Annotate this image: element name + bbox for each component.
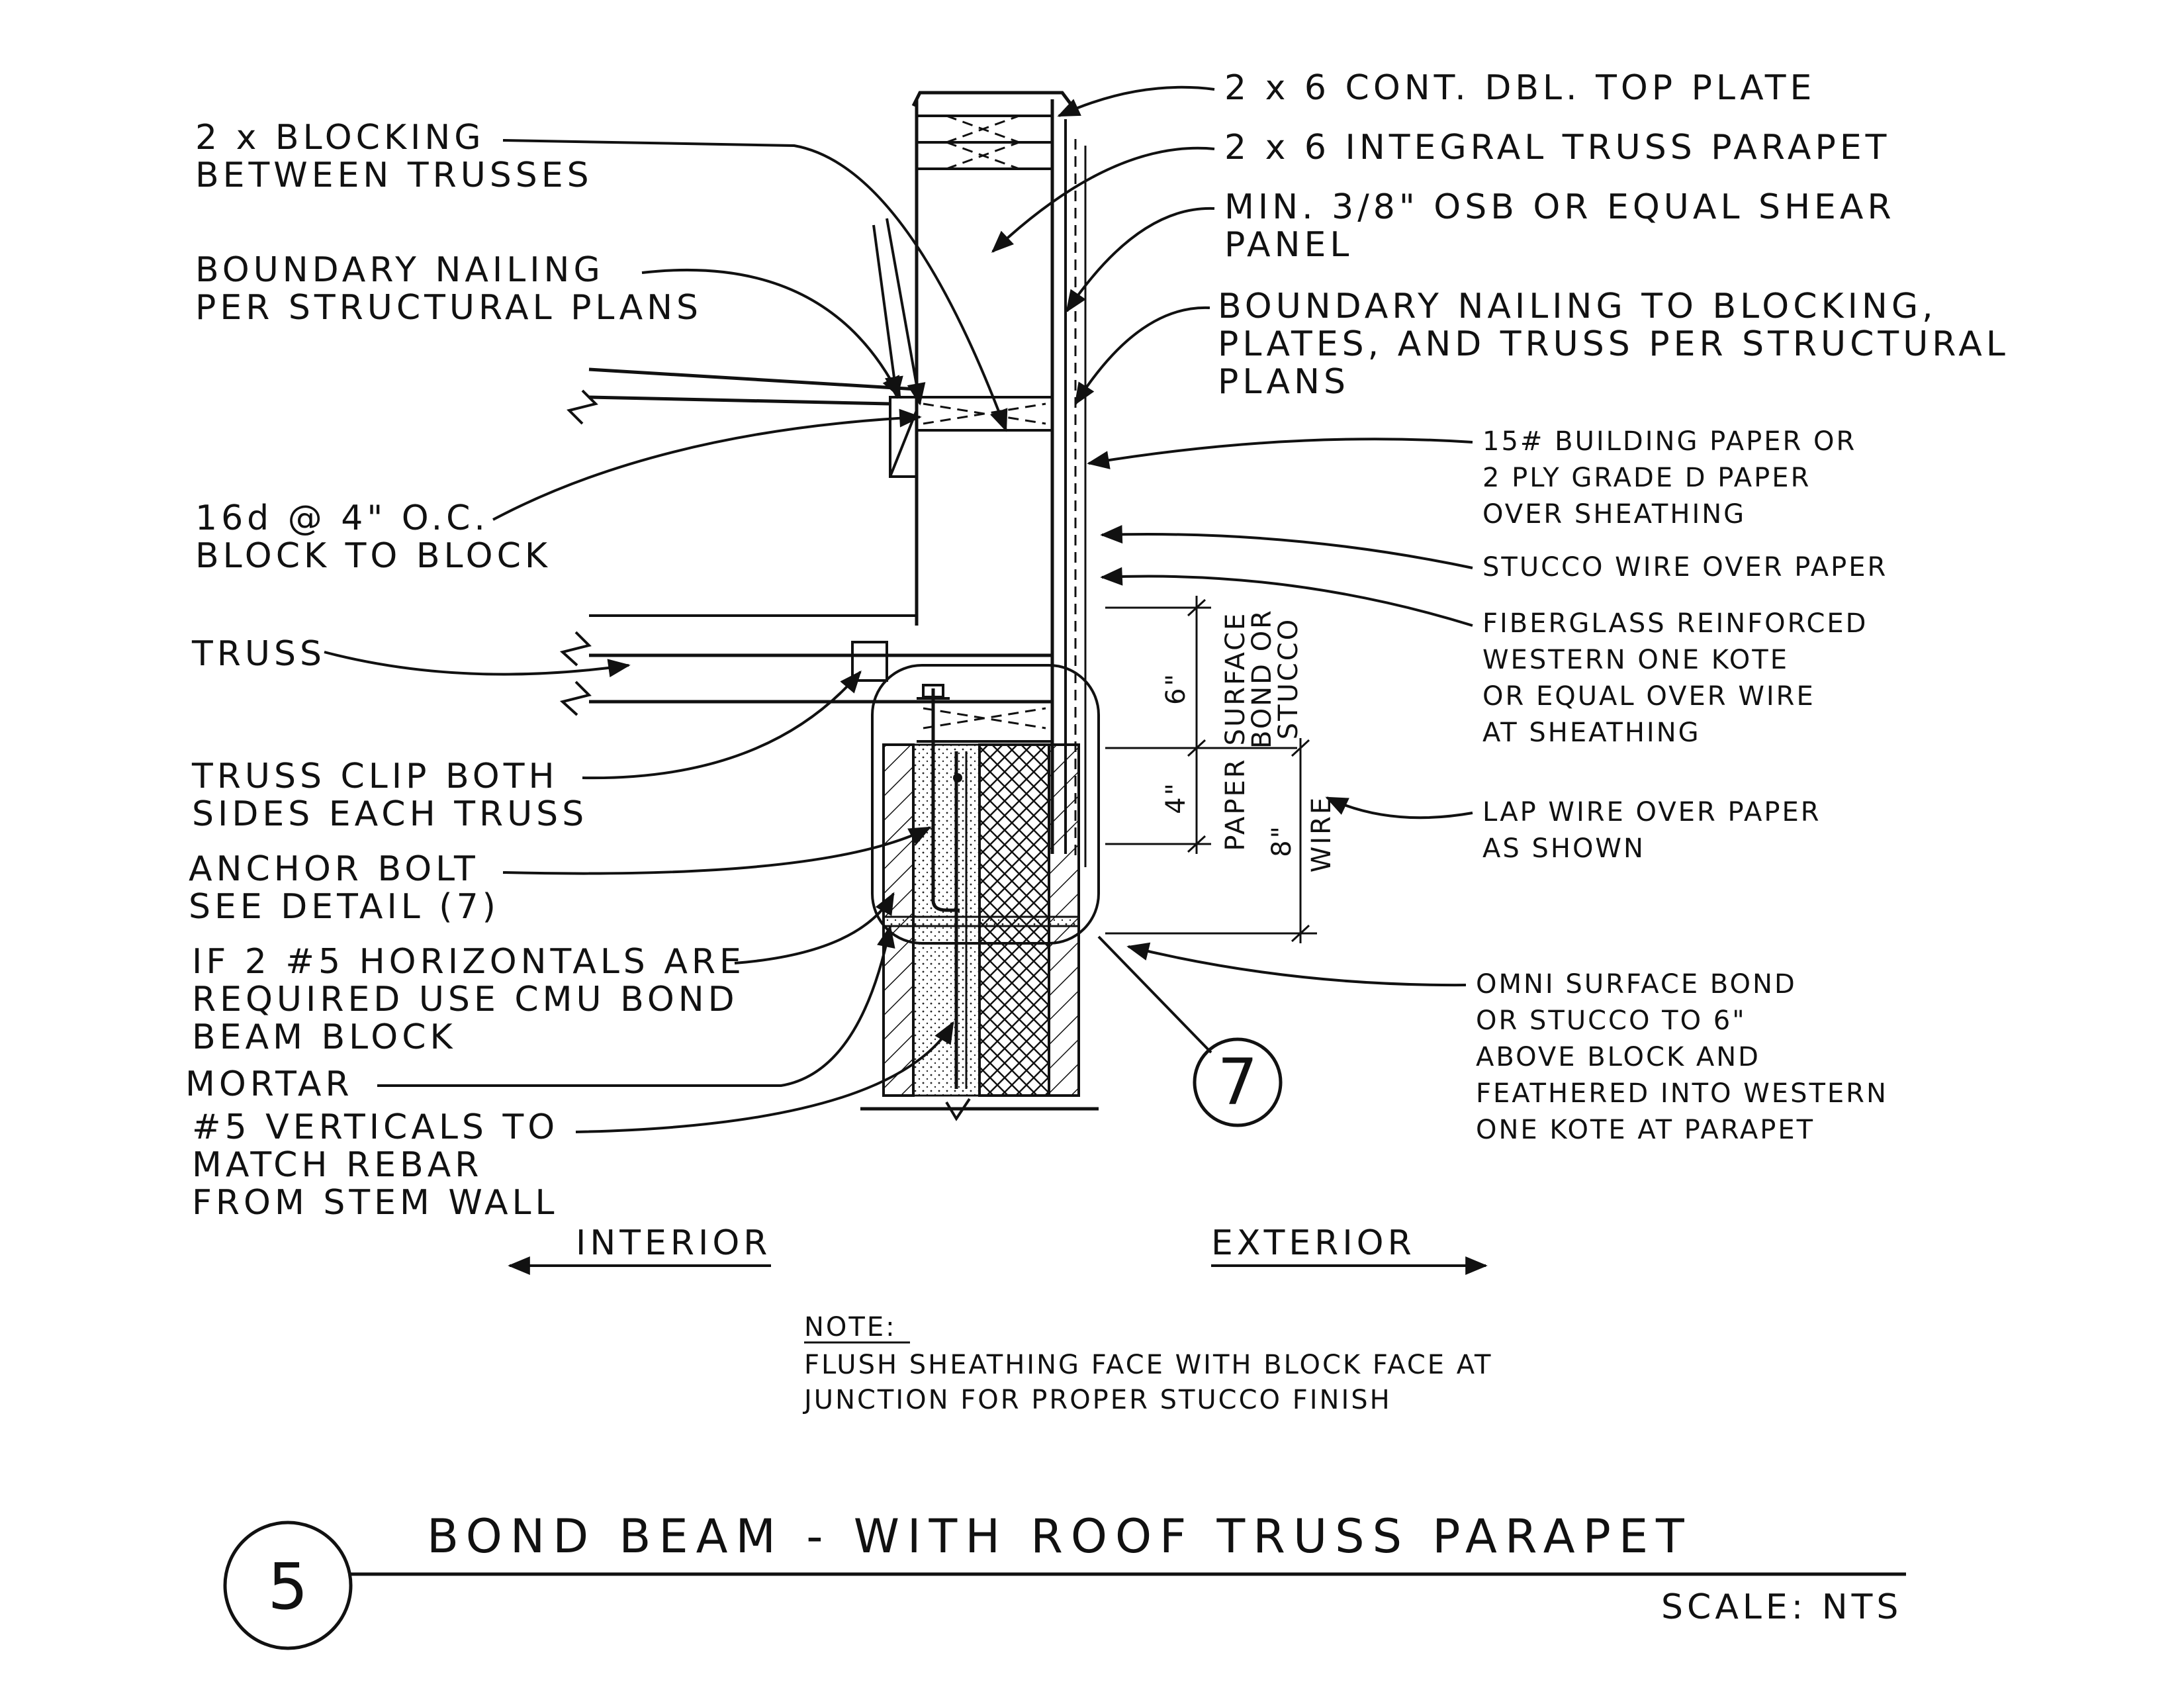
- dim-surface-1: SURFACE: [1220, 612, 1251, 746]
- note-block: NOTE: FLUSH SHEATHING FACE WITH BLOCK FA…: [802, 1312, 1492, 1415]
- detail-7-callout-outline: [871, 664, 1100, 945]
- right-leaders: [991, 85, 1473, 987]
- reference-bubble-label: 7: [1217, 1045, 1257, 1119]
- label-horiz-1: IF 2 #5 HORIZONTALS ARE: [192, 942, 745, 982]
- label-fiber-2: WESTERN ONE KOTE: [1482, 645, 1789, 675]
- direction-indicators: INTERIOR EXTERIOR: [508, 1223, 1488, 1275]
- label-osb-1: MIN. 3/8" OSB OR EQUAL SHEAR: [1224, 187, 1895, 227]
- roof-truss: [559, 631, 1052, 743]
- label-clip-1: TRUSS CLIP BOTH: [191, 757, 559, 796]
- title-block: 5 BOND BEAM - WITH ROOF TRUSS PARAPET SC…: [223, 1509, 1906, 1650]
- scale-label: SCALE: NTS: [1661, 1587, 1902, 1627]
- label-omni-5: ONE KOTE AT PARAPET: [1476, 1115, 1815, 1145]
- label-paper-1: 15# BUILDING PAPER OR: [1482, 426, 1856, 457]
- label-lap-1: LAP WIRE OVER PAPER: [1482, 797, 1821, 827]
- dim-surface-3: STUCCO: [1273, 618, 1304, 739]
- label-paper-3: OVER SHEATHING: [1482, 499, 1746, 530]
- note-line-2: JUNCTION FOR PROPER STUCCO FINISH: [802, 1385, 1392, 1415]
- drawing-title: BOND BEAM - WITH ROOF TRUSS PARAPET: [427, 1509, 1692, 1564]
- left-leaders: [324, 139, 1008, 1133]
- label-bn-2: PLATES, AND TRUSS PER STRUCTURAL: [1218, 324, 2009, 364]
- dim-wire: WIRE: [1306, 796, 1337, 872]
- label-nails-2: BLOCK TO BLOCK: [195, 536, 551, 576]
- dim-surface-2: BOND OR: [1247, 608, 1277, 749]
- cmu-bond-beam: [860, 684, 1099, 1121]
- dim-four: 4": [1161, 781, 1191, 814]
- note-line-1: FLUSH SHEATHING FACE WITH BLOCK FACE AT: [804, 1350, 1492, 1380]
- label-fiber-1: FIBERGLASS REINFORCED: [1482, 608, 1868, 639]
- label-omni-1: OMNI SURFACE BOND: [1476, 969, 1797, 1000]
- dim-paper: PAPER: [1220, 757, 1251, 851]
- dim-six: 6": [1161, 672, 1191, 705]
- label-truss: TRUSS: [191, 634, 326, 674]
- label-omni-4: FEATHERED INTO WESTERN: [1476, 1078, 1888, 1109]
- label-verticals-1: #5 VERTICALS TO: [192, 1107, 559, 1147]
- label-nails-1: 16d @ 4" O.C.: [195, 498, 489, 538]
- label-horiz-2: REQUIRED USE CMU BOND: [192, 980, 739, 1019]
- label-mortar: MORTAR: [185, 1064, 353, 1104]
- right-labels: 2 x 6 CONT. DBL. TOP PLATE 2 x 6 INTEGRA…: [1218, 68, 2009, 1145]
- label-fiber-3: OR EQUAL OVER WIRE: [1482, 681, 1815, 712]
- label-fiber-4: AT SHEATHING: [1482, 718, 1701, 748]
- label-stucco-wire: STUCCO WIRE OVER PAPER: [1482, 552, 1888, 583]
- label-osb-2: PANEL: [1224, 225, 1353, 265]
- label-bn-1: BOUNDARY NAILING TO BLOCKING,: [1218, 287, 1937, 326]
- label-boundary-1: BOUNDARY NAILING: [195, 250, 604, 290]
- label-boundary-2: PER STRUCTURAL PLANS: [195, 288, 702, 328]
- label-horiz-3: BEAM BLOCK: [192, 1017, 457, 1057]
- label-blocking-2: BETWEEN TRUSSES: [195, 156, 593, 195]
- label-omni-2: OR STUCCO TO 6": [1476, 1006, 1747, 1036]
- reference-bubble: 7: [1097, 935, 1283, 1127]
- label-verticals-2: MATCH REBAR: [192, 1145, 482, 1185]
- dim-eight: 8": [1267, 824, 1297, 857]
- exterior-label: EXTERIOR: [1211, 1223, 1416, 1263]
- detail-number: 5: [267, 1550, 308, 1624]
- label-clip-2: SIDES EACH TRUSS: [192, 794, 588, 834]
- label-anchor-2: SEE DETAIL (7): [189, 887, 500, 927]
- left-labels: 2 x BLOCKING BETWEEN TRUSSES BOUNDARY NA…: [185, 118, 745, 1223]
- label-lap-2: AS SHOWN: [1482, 833, 1645, 864]
- label-parapet: 2 x 6 INTEGRAL TRUSS PARAPET: [1224, 128, 1890, 167]
- note-heading: NOTE:: [804, 1312, 897, 1342]
- label-top-plate: 2 x 6 CONT. DBL. TOP PLATE: [1224, 68, 1815, 108]
- label-verticals-3: FROM STEM WALL: [192, 1183, 558, 1223]
- interior-label: INTERIOR: [576, 1223, 771, 1263]
- label-blocking-1: 2 x BLOCKING: [195, 118, 485, 158]
- label-paper-2: 2 PLY GRADE D PAPER: [1482, 463, 1811, 493]
- label-bn-3: PLANS: [1218, 362, 1349, 402]
- roof-blocking: [567, 367, 1052, 617]
- label-anchor-1: ANCHOR BOLT: [189, 849, 479, 889]
- dimensions: 6" 4" 8" SURFACE BOND OR STUCCO PAPER WI…: [1105, 596, 1337, 943]
- label-omni-3: ABOVE BLOCK AND: [1476, 1042, 1760, 1072]
